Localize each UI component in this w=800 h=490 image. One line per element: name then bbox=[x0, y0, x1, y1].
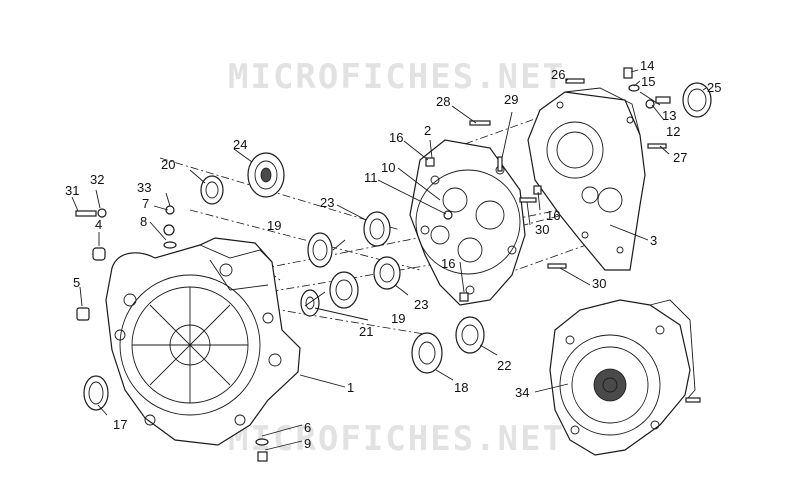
callout-17: 17 bbox=[113, 417, 127, 432]
callout-5: 5 bbox=[73, 275, 80, 290]
callout-23-upper: 23 bbox=[320, 195, 334, 210]
rear-cover bbox=[527, 87, 646, 271]
callout-32: 32 bbox=[90, 172, 104, 187]
callout-3: 3 bbox=[650, 233, 657, 248]
callout-16-right: 16 bbox=[546, 208, 560, 223]
callout-labels: 1 2 3 4 5 6 7 8 9 10 11 12 13 14 15 16 1… bbox=[65, 58, 721, 451]
gearbox-assembly bbox=[549, 299, 696, 456]
callout-28: 28 bbox=[436, 94, 450, 109]
bearing-19a bbox=[307, 232, 333, 268]
main-housing bbox=[105, 237, 301, 446]
bearing-19b bbox=[329, 271, 359, 309]
callout-30-lower: 30 bbox=[592, 276, 606, 291]
callout-4: 4 bbox=[95, 217, 102, 232]
callout-34: 34 bbox=[515, 385, 529, 400]
bearing-23b bbox=[373, 256, 401, 290]
oil-seal-25 bbox=[682, 82, 712, 118]
callout-26: 26 bbox=[551, 67, 565, 82]
callout-25: 25 bbox=[707, 80, 721, 95]
callout-11: 11 bbox=[364, 170, 378, 185]
bearing-23a bbox=[363, 211, 391, 247]
callout-16-top: 16 bbox=[389, 130, 403, 145]
callout-8: 8 bbox=[140, 214, 147, 229]
callout-12: 12 bbox=[666, 124, 680, 139]
callout-18: 18 bbox=[454, 380, 468, 395]
callout-19-lower: 19 bbox=[391, 311, 405, 326]
callout-10: 10 bbox=[381, 160, 395, 175]
callout-2: 2 bbox=[424, 123, 431, 138]
callout-22: 22 bbox=[497, 358, 511, 373]
callout-30-upper: 30 bbox=[535, 222, 549, 237]
callout-27: 27 bbox=[673, 150, 687, 165]
callout-21: 21 bbox=[359, 324, 373, 339]
watermark-bottom: MICROFICHES.NET bbox=[228, 419, 565, 459]
callout-6: 6 bbox=[304, 420, 311, 435]
callout-24: 24 bbox=[233, 137, 247, 152]
callout-14: 14 bbox=[640, 58, 654, 73]
bearing-20 bbox=[200, 175, 224, 205]
intermediate-plate bbox=[409, 139, 526, 306]
callout-9: 9 bbox=[304, 436, 311, 451]
callout-29: 29 bbox=[504, 92, 518, 107]
leader-lines bbox=[71, 69, 707, 451]
bearing-22 bbox=[455, 316, 485, 354]
callout-19-upper: 19 bbox=[267, 218, 281, 233]
bearing-24 bbox=[247, 152, 285, 198]
callout-23-lower: 23 bbox=[414, 297, 428, 312]
callout-16-lower: 16 bbox=[441, 256, 455, 271]
callout-13: 13 bbox=[662, 108, 676, 123]
callout-7: 7 bbox=[142, 196, 149, 211]
callout-33: 33 bbox=[137, 180, 151, 195]
watermark-top: MICROFICHES.NET bbox=[228, 57, 565, 97]
bearing-18 bbox=[411, 332, 443, 374]
callout-1: 1 bbox=[347, 380, 354, 395]
callout-20: 20 bbox=[161, 157, 175, 172]
callout-15: 15 bbox=[641, 74, 655, 89]
oil-seal-17 bbox=[83, 375, 109, 411]
callout-31: 31 bbox=[65, 183, 79, 198]
small-hardware bbox=[75, 67, 701, 462]
